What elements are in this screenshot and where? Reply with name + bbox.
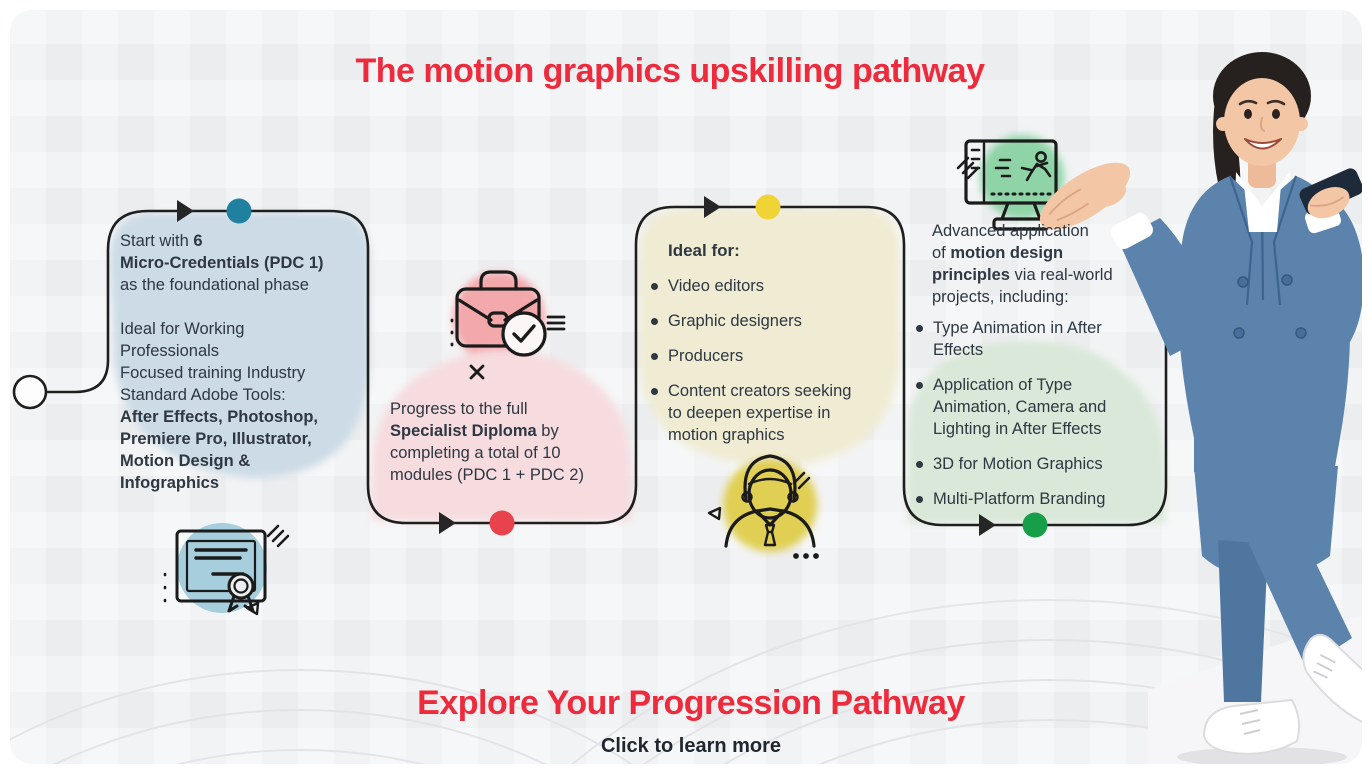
stage-3-blob xyxy=(640,209,900,466)
bullet-item: Producers xyxy=(651,345,869,367)
page-title: The motion graphics upskilling pathway xyxy=(355,52,985,90)
bullet-item: Multi-Platform Branding xyxy=(916,488,1128,510)
certificate-icon xyxy=(163,523,290,616)
person-icon xyxy=(707,454,819,559)
cta-block[interactable]: Explore Your Progression Pathway Click t… xyxy=(336,684,1046,758)
stage-4-icon-blob xyxy=(980,135,1064,219)
stage-1-marker xyxy=(177,198,252,224)
pathway-graphic xyxy=(10,52,1362,764)
bullet-item: Video editors xyxy=(651,275,869,297)
presenter-photo xyxy=(1039,52,1362,764)
cta-subtext[interactable]: Click to learn more xyxy=(600,735,782,757)
background-wave-lines xyxy=(10,599,1362,764)
stage-1-blob xyxy=(110,213,370,478)
briefcase-icon xyxy=(450,270,566,380)
stage-2-blob xyxy=(372,349,632,521)
bullet-item: Type Animation in After Effects xyxy=(916,317,1128,361)
stage-2-marker xyxy=(439,510,515,536)
cta-headline[interactable]: Explore Your Progression Pathway xyxy=(417,684,965,722)
bullet-item: Application of Type Animation, Camera an… xyxy=(916,374,1128,440)
stage-3-icon-blob xyxy=(723,458,817,552)
stage-4-marker xyxy=(979,512,1048,538)
bullet-item: Graphic designers xyxy=(651,310,869,332)
infographic-canvas: The motion graphics upskilling pathway S… xyxy=(10,10,1362,764)
start-node xyxy=(12,374,48,410)
pathway-line xyxy=(45,205,1168,527)
bullet-item: 3D for Motion Graphics xyxy=(916,453,1128,475)
stage-3-heading: Ideal for: xyxy=(668,241,740,260)
bullet-item: Content creators seeking to deepen exper… xyxy=(651,380,869,446)
stage-3-marker xyxy=(704,194,781,220)
stage-4-blob xyxy=(908,340,1165,523)
